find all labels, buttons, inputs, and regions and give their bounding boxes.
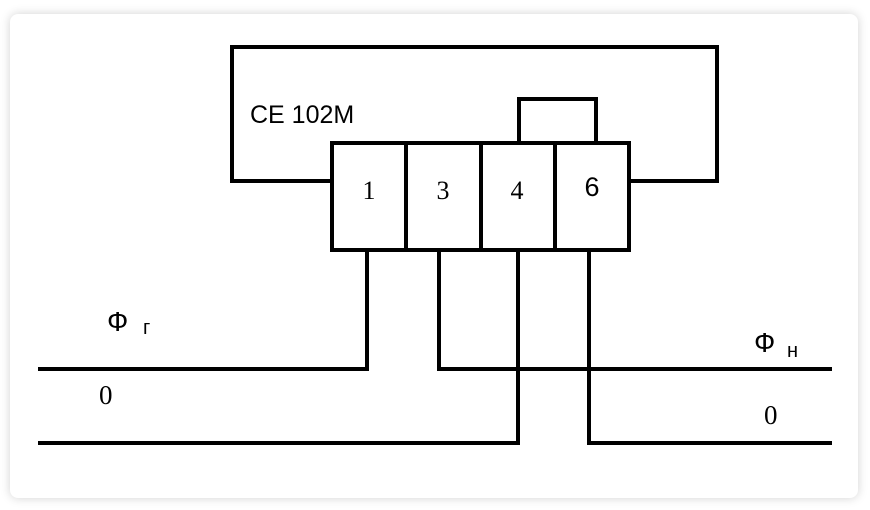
terminal-label-4: 4 [511, 176, 524, 205]
wire-neutral-in [38, 248, 520, 445]
terminal-label-3: 3 [437, 176, 450, 205]
wire-phase-load [437, 248, 832, 371]
terminal-label-6: 6 [584, 172, 599, 202]
phase-generator-label: Ф [107, 306, 128, 337]
meter-housing [230, 45, 719, 183]
terminal-label-1: 1 [363, 176, 376, 205]
jumper-4-6 [517, 97, 598, 145]
neutral-in-label: 0 [99, 380, 113, 410]
phase-load-label: Ф [754, 327, 775, 358]
neutral-out-label: 0 [764, 400, 778, 430]
device-label: CE 102M [250, 101, 354, 129]
phase-generator-subscript: г [143, 317, 150, 339]
wire-neutral-out [587, 248, 832, 445]
wire-phase-generator [38, 248, 369, 371]
phase-load-subscript: н [787, 340, 798, 362]
